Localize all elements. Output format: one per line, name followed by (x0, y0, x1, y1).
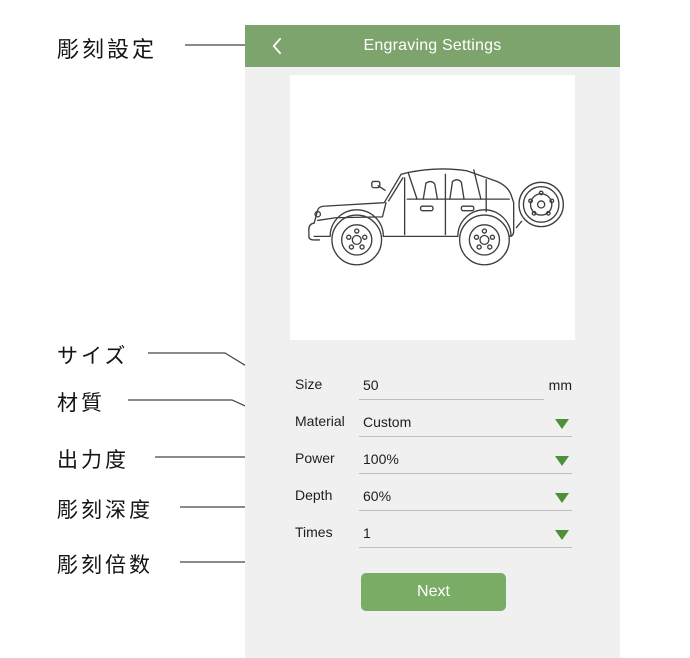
times-value: 1 (363, 525, 371, 541)
settings-form: Size mm Material Custom Power 100% (295, 363, 572, 611)
engraving-preview (290, 75, 575, 340)
annotation-size: サイズ (57, 345, 129, 368)
times-label: Times (295, 524, 333, 540)
app-panel: Engraving Settings (245, 25, 620, 658)
size-input[interactable] (363, 377, 541, 393)
power-row: Power 100% (295, 437, 572, 474)
material-value: Custom (363, 414, 412, 430)
annotation-depth: 彫刻深度 (57, 499, 153, 522)
material-row: Material Custom (295, 400, 572, 437)
size-input-field[interactable] (359, 377, 544, 400)
dropdown-arrow-icon (555, 456, 569, 466)
annotation-times: 彫刻倍数 (57, 554, 153, 577)
times-dropdown[interactable]: 1 (359, 525, 572, 548)
size-row: Size mm (295, 363, 572, 400)
depth-label: Depth (295, 487, 333, 503)
depth-dropdown[interactable]: 60% (359, 488, 572, 511)
dropdown-arrow-icon (555, 493, 569, 503)
back-button[interactable] (259, 25, 293, 67)
material-dropdown[interactable]: Custom (359, 414, 572, 437)
size-unit: mm (548, 377, 572, 393)
depth-row: Depth 60% (295, 474, 572, 511)
size-label: Size (295, 376, 323, 392)
chevron-left-icon (272, 37, 281, 55)
power-label: Power (295, 450, 335, 466)
power-dropdown[interactable]: 100% (359, 451, 572, 474)
dropdown-arrow-icon (555, 530, 569, 540)
times-row: Times 1 (295, 511, 572, 548)
jeep-line-drawing-image (307, 167, 564, 265)
depth-value: 60% (363, 488, 392, 504)
next-button[interactable]: Next (361, 573, 506, 611)
annotation-engraving-settings: 彫刻設定 (57, 37, 158, 62)
material-label: Material (295, 413, 345, 429)
dropdown-arrow-icon (555, 419, 569, 429)
header-title: Engraving Settings (363, 37, 502, 54)
annotation-power: 出力度 (57, 449, 129, 472)
power-value: 100% (363, 451, 399, 467)
app-header: Engraving Settings (245, 25, 620, 67)
annotation-material: 材質 (57, 392, 105, 415)
